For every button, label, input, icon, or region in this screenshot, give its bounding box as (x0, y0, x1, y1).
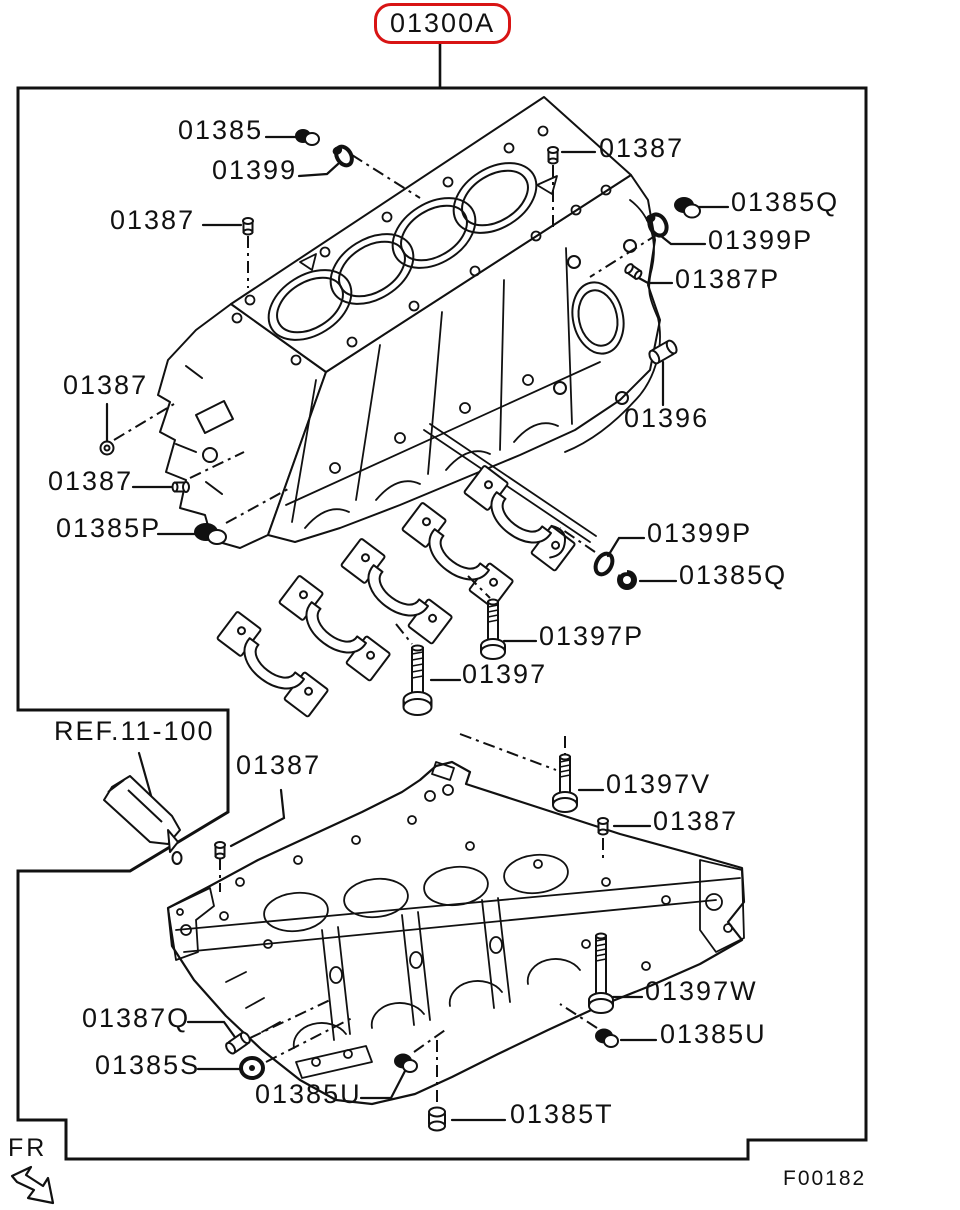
bolt-01387P (624, 263, 643, 280)
part-label-01399P-mid: 01399P (647, 518, 753, 548)
part-label-01387-b: 01387 (599, 133, 685, 163)
figure-callout-text: 01300A (390, 8, 496, 38)
bolt-01387-lower-right (597, 817, 609, 836)
grommet-01399 (332, 144, 354, 168)
part-label-01385S: 01385S (95, 1050, 201, 1080)
part-label-01397: 01397 (462, 659, 548, 689)
plug-01385Q-mid (617, 569, 637, 590)
bolt-01397W (588, 932, 614, 1014)
bolt-01397P (480, 598, 506, 660)
ref-label: REF.11-100 (54, 716, 215, 746)
part-label-01399: 01399 (212, 155, 298, 185)
part-label-01385U-bottom: 01385U (255, 1079, 362, 1109)
part-label-01397W: 01397W (645, 976, 758, 1006)
part-label-01387P: 01387P (675, 264, 781, 294)
bearing-caps-drawing (216, 465, 576, 718)
oring-01399P-top (645, 212, 669, 238)
sealant-tube (103, 775, 183, 865)
bolt-01387-top-right (547, 146, 559, 165)
part-label-01385Q-mid: 01385Q (679, 560, 788, 590)
part-label-01385T: 01385T (510, 1099, 614, 1129)
dowel-01396 (648, 339, 678, 365)
part-label-01397P: 01397P (539, 621, 645, 651)
part-label-01387-d: 01387 (48, 466, 134, 496)
part-label-01385: 01385 (178, 115, 264, 145)
sleeve-01387Q (225, 1031, 251, 1055)
plug-01385T (428, 1106, 446, 1132)
border-outline (16, 86, 868, 1161)
bolt-01387-top-left (242, 217, 254, 236)
part-label-01387-a: 01387 (110, 205, 196, 235)
plug-01385 (295, 129, 320, 146)
part-label-01385U-right: 01385U (660, 1019, 767, 1049)
part-label-01387-c: 01387 (63, 370, 149, 400)
lower-crankcase-drawing (166, 760, 746, 1106)
plug-01385U-right (595, 1028, 619, 1048)
oring-01399P-mid (593, 551, 615, 577)
part-label-01385Q-top: 01385Q (731, 187, 840, 217)
bolt-01387-lower-left (214, 841, 226, 860)
part-label-01387-f: 01387 (653, 806, 739, 836)
figure-callout-box: 01300A (374, 3, 512, 44)
plug-01385U-bottom (394, 1053, 418, 1073)
part-label-01385P: 01385P (56, 513, 162, 543)
grommet-01385S (239, 1056, 265, 1080)
part-label-01397V: 01397V (606, 769, 712, 799)
part-label-01399P-top: 01399P (708, 225, 814, 255)
part-label-01396: 01396 (624, 403, 710, 433)
bolt-01397 (402, 644, 433, 716)
part-label-01387Q: 01387Q (82, 1003, 191, 1033)
part-label-01387-e: 01387 (236, 750, 322, 780)
washer-01387-mid-left (99, 440, 115, 456)
plug-01385P (194, 523, 227, 545)
plug-01385Q-top (674, 197, 701, 219)
bolt-01387-mid-left (171, 481, 190, 493)
bolt-01397V (552, 753, 578, 813)
figure-code: F00182 (783, 1167, 867, 1190)
insertion-dash-lines (113, 154, 659, 1106)
fr-direction-arrow-icon (10, 1165, 55, 1205)
fr-label: FR (8, 1134, 48, 1162)
